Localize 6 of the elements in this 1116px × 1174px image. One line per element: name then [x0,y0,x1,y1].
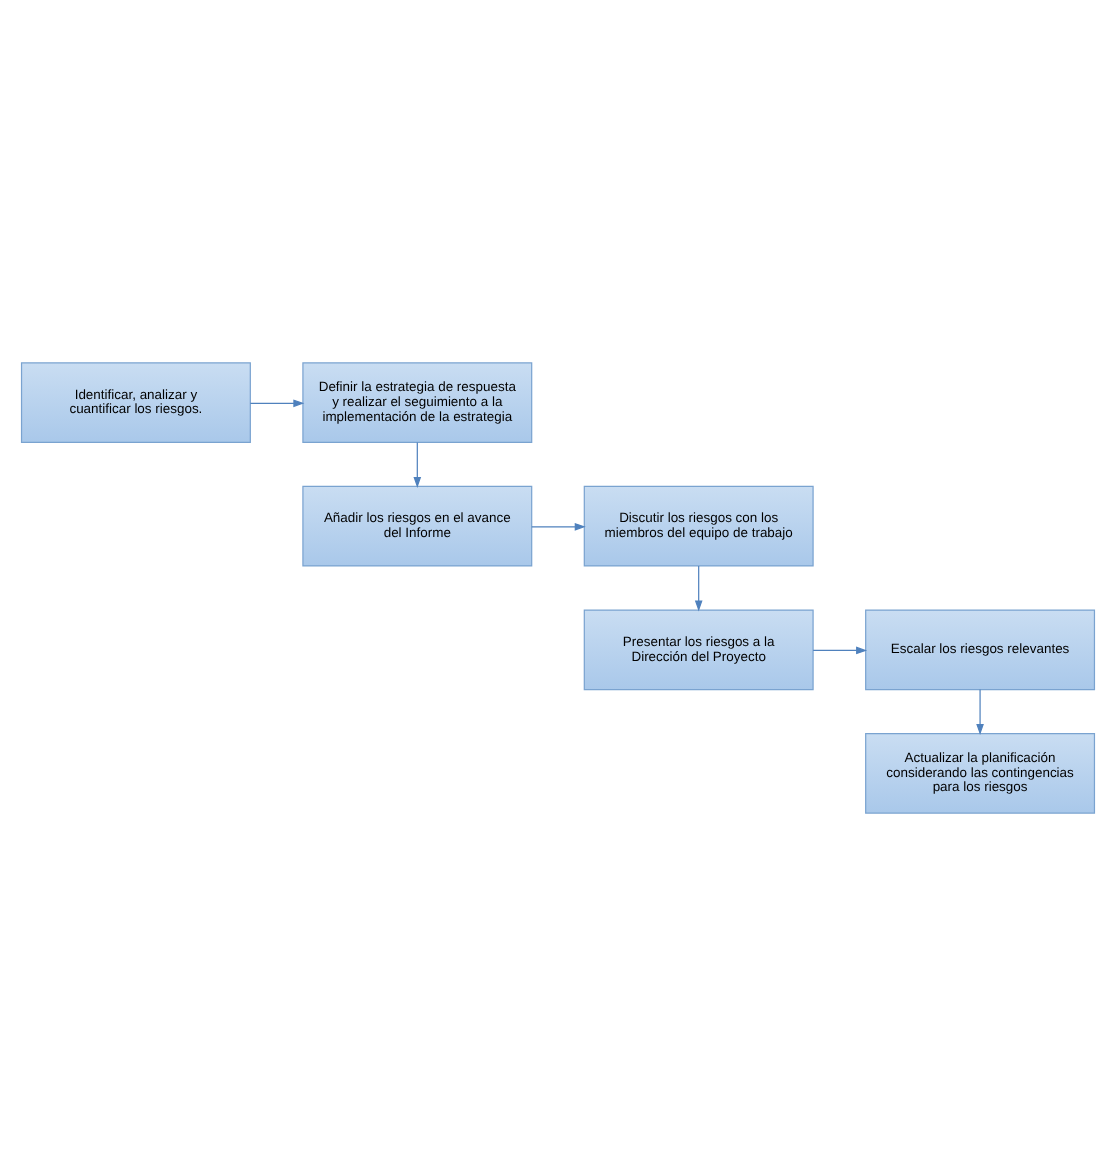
arrow [249,398,305,407]
arrow [531,521,586,530]
arrow [812,645,868,654]
arrow [694,564,703,611]
arrow [413,440,422,487]
arrow [976,687,984,735]
